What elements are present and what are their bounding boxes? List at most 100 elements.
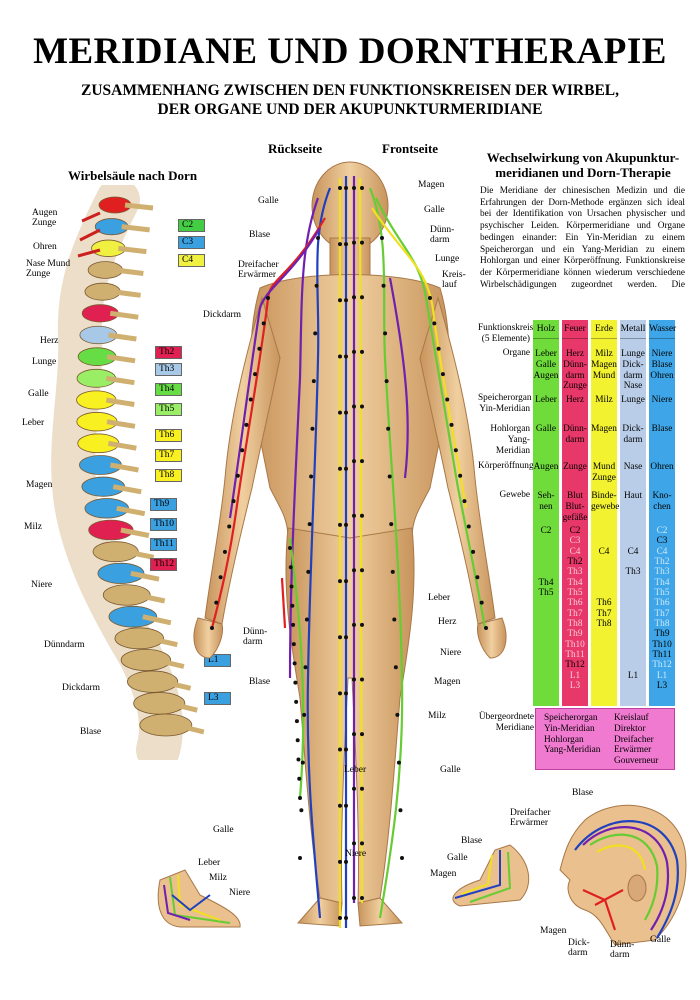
vertebra-entry [620, 681, 646, 691]
vertebra-tag-th12: Th12 [150, 558, 177, 571]
vertebra-entry: Th5 [654, 588, 670, 599]
vertebra-process [115, 267, 144, 276]
spine-label-ohren: Ohren [33, 242, 57, 252]
acupoint-dot [352, 295, 356, 300]
acupoint-dot [298, 796, 302, 800]
acupoint-dot [344, 298, 348, 303]
vertebra-entry [620, 660, 646, 670]
vertebra-tag-th8: Th8 [155, 469, 182, 482]
element-column-header: Wasser [649, 320, 676, 339]
spine-label-herz: Herz [40, 336, 59, 346]
acupoint-dot [360, 240, 364, 245]
acupoint-dot [360, 349, 364, 354]
vertebra-body [108, 605, 158, 628]
vertebra-entry [620, 557, 646, 567]
vertebra-entry: C2 [540, 526, 552, 536]
acupoint-dot [436, 346, 441, 351]
body-figure [193, 161, 507, 928]
vertebra-entry [591, 660, 617, 670]
acupoint-dot [400, 856, 404, 860]
vertebra-entry [591, 557, 617, 567]
vertebra-entry [591, 650, 617, 660]
spine-illustration [51, 185, 205, 760]
vertebra-entry [533, 671, 559, 681]
acupoint-dot [338, 242, 342, 247]
cell-oeffnung: Augen [533, 462, 559, 472]
vertebra-process [108, 332, 137, 342]
acupoint-dot [432, 321, 437, 326]
body-label-duenndarm-top: Dünn- darm [430, 225, 455, 245]
acupoint-dot [383, 331, 388, 336]
vertebra-entry [533, 660, 559, 670]
vertebra-entry: C4 [627, 546, 639, 557]
spine-label-augen-zunge: Augen Zunge [32, 208, 58, 228]
acupoint-dot [360, 732, 364, 737]
body-label-kreislauf: Kreis- lauf [442, 270, 466, 290]
vertebra-process [162, 679, 192, 691]
vertebra-entry [620, 536, 646, 546]
vertebra-entry: Th8 [654, 619, 670, 630]
vertebra-entry: Th6 [596, 598, 612, 609]
acupoint-dot [453, 448, 458, 453]
body-label-galle-right: Galle [424, 205, 445, 215]
vertebra-process [121, 224, 150, 233]
cell-hohl: Dünn- darm [563, 424, 587, 445]
vertebra-process [112, 289, 141, 298]
acupoint-dot [304, 617, 309, 622]
acupoint-dot [302, 712, 307, 717]
body-label-galle-low: Galle [213, 825, 234, 835]
subtitle-line-1: ZUSAMMENHANG ZWISCHEN DEN FUNKTIONSKREIS… [81, 82, 619, 99]
vertebra-entry: Th3 [567, 567, 583, 578]
acupoint-dot [360, 896, 364, 900]
vertebra-entry: Th6 [654, 598, 670, 609]
acupoint-dot [360, 786, 364, 791]
vertebra-body [102, 584, 151, 606]
acupoint-dot [386, 426, 391, 431]
acupoint-dot [294, 699, 299, 704]
vertebra-entry [620, 588, 646, 598]
vertebra-entry: Th6 [567, 598, 583, 609]
body-label-milz: Milz [428, 711, 446, 721]
vertebra-entry [591, 536, 617, 546]
vertebra-entry: Th5 [567, 588, 583, 599]
vertebra-entry: Th11 [652, 650, 672, 661]
cell-organe: Leber Galle Augen [533, 349, 559, 381]
vertebra-entry [591, 588, 617, 598]
vertebra-entry: Th2 [567, 557, 583, 568]
cell-organe: Herz Dünn- darm Zunge [563, 349, 587, 392]
vertebra-body [97, 562, 145, 584]
acupoint-dot [222, 549, 227, 554]
vertebra-process [130, 570, 160, 582]
acupoint-dot [352, 732, 356, 737]
vertebra-entry [591, 640, 617, 650]
acupoint-dot [296, 757, 301, 762]
vertebra-entry [533, 629, 559, 639]
acupoint-dot [338, 635, 342, 640]
acupoint-dot [338, 747, 342, 752]
foot-right-label-galle: Galle [447, 853, 468, 863]
vertebra-entry: Th9 [654, 629, 670, 640]
acupoint-dot [313, 331, 318, 336]
acupoint-dot [310, 426, 315, 431]
vertebra-entry [533, 567, 559, 577]
row-label-organe: Organe [502, 348, 530, 358]
vertebrae-stack [76, 196, 205, 737]
acupoint-dot [344, 859, 348, 864]
body-label-galle-lower-right: Galle [440, 765, 461, 775]
vertebra-entry: Th4 [538, 577, 554, 588]
vertebra-entry [533, 681, 559, 691]
row-label-uebergeordnete: Übergeordnete Meridiane [478, 712, 534, 733]
acupoint-dot [289, 584, 294, 589]
acupoint-dot [344, 691, 348, 696]
row-label-funktionskreis: Funktionskreis (5 Elemente) [478, 323, 534, 344]
vertebra-entry: L3 [569, 681, 581, 692]
vertebra-process [136, 592, 166, 604]
vertebra-entry: Th4 [654, 577, 670, 588]
body-label-leber-mid: Leber [428, 593, 451, 603]
uebergeordnete-right: Kreislauf Direktor Dreifacher Erwärmer G… [614, 713, 659, 767]
acupoint-dot [227, 524, 232, 529]
acupoint-dot [291, 622, 296, 627]
acupoint-dot [338, 522, 342, 527]
